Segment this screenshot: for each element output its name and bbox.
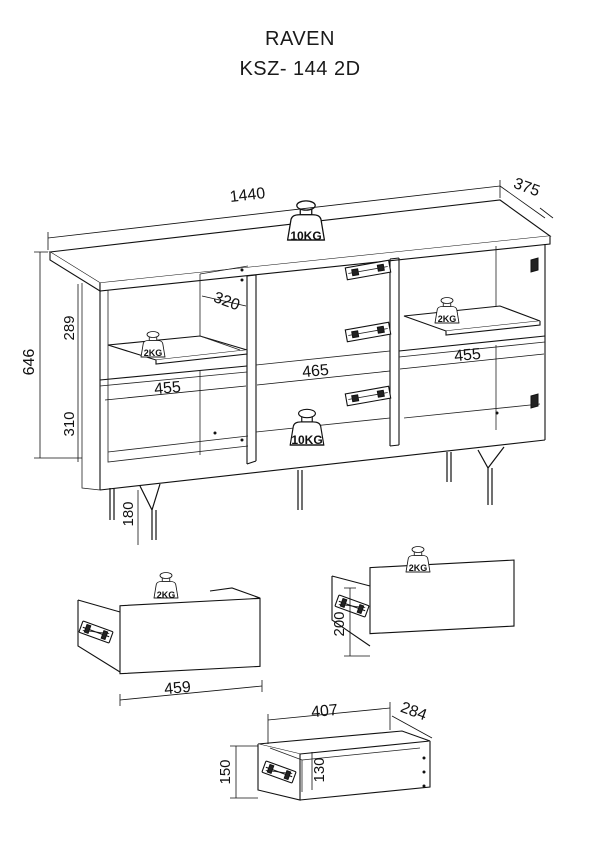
dim-drawer-front-height: 200 — [331, 611, 348, 636]
drawer-right-front — [369, 559, 515, 635]
middle-board-center — [255, 350, 391, 366]
middle-board-left — [99, 365, 248, 381]
dim-left-compartment: 455 — [153, 379, 181, 398]
top-board-front-edge — [99, 236, 551, 292]
shelf-load-label-left: 2KG — [144, 348, 163, 358]
drawer-left-front — [119, 597, 261, 675]
drawer-box-front — [299, 741, 431, 801]
dim-leg-height: 180 — [120, 501, 137, 526]
dim-upper-compartment: 289 — [61, 315, 78, 340]
left-back-edge — [107, 290, 249, 463]
drawer-load-label-right: 2KG — [409, 563, 428, 573]
cabinet-dimensions — [34, 180, 554, 545]
left-side-panel — [81, 283, 101, 491]
dim-drawer-box-height: 150 — [217, 759, 234, 784]
dim-height: 646 — [21, 349, 38, 376]
product-name: RAVEN — [265, 28, 335, 50]
legs — [109, 446, 505, 540]
dim-drawer-box-width: 407 — [310, 702, 338, 721]
dim-drawer-inner-height: 130 — [311, 757, 328, 782]
drawer-right-drawing — [331, 546, 515, 657]
bottom-front-edge — [99, 439, 546, 491]
product-code: KSZ- 144 2D — [239, 58, 361, 80]
dim-lower-compartment: 310 — [61, 411, 78, 436]
dim-drawer-front-width: 459 — [163, 679, 191, 698]
dim-total-width: 1440 — [229, 185, 266, 206]
bottom-load-label: 10KG — [291, 433, 322, 447]
middle-board-right — [398, 335, 546, 352]
drawer-box-drawing — [230, 702, 433, 801]
shelf-load-label-right: 2KG — [438, 314, 457, 324]
dim-depth: 375 — [511, 175, 542, 200]
drawer-left-drawing — [77, 572, 263, 706]
dim-middle-compartment: 465 — [301, 362, 329, 381]
dim-shelf-depth: 320 — [211, 289, 242, 314]
dim-drawer-box-depth: 284 — [398, 699, 429, 724]
drawer-load-label-left: 2KG — [157, 590, 176, 600]
cabinet-drawing — [48, 199, 552, 540]
top-load-label: 10KG — [290, 229, 321, 243]
dim-right-compartment: 455 — [453, 346, 481, 365]
